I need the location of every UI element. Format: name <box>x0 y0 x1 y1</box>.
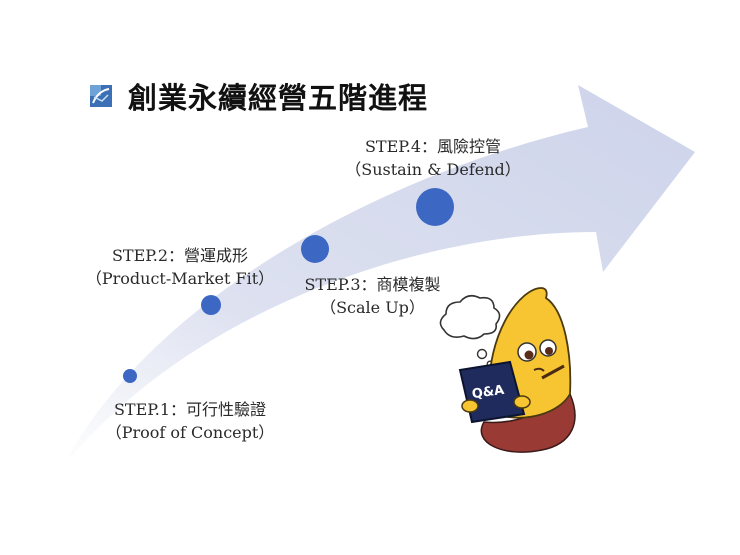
sweet-potato-mascot: Q&A <box>439 287 576 453</box>
step3-dot <box>301 235 329 263</box>
step-1-subtitle: （Proof of Concept） <box>105 423 275 442</box>
growth-arrow <box>62 85 695 468</box>
step-4-name: STEP.4：風險控管 <box>364 137 502 156</box>
step-1-label: STEP.1：可行性驗證 （Proof of Concept） <box>95 398 285 444</box>
slide-header: 創業永續經營五階進程 <box>90 76 428 116</box>
step-4-label: STEP.4：風險控管 （Sustain & Defend） <box>333 135 533 181</box>
step-3-label: STEP.3：商模複製 （Scale Up） <box>285 273 460 319</box>
slide-title: 創業永續經營五階進程 <box>128 81 429 115</box>
logo-icon <box>90 85 112 107</box>
qa-tablet-label: Q&A <box>471 383 505 402</box>
step-3-name: STEP.3：商模複製 <box>304 275 441 294</box>
step2-dot <box>201 295 221 315</box>
step-2-subtitle: （Product-Market Fit） <box>85 269 275 288</box>
thought-bubble-icon <box>439 294 501 368</box>
step-2-name: STEP.2：營運成形 <box>111 246 249 265</box>
step-1-name: STEP.1：可行性驗證 <box>113 400 267 419</box>
step-4-subtitle: （Sustain & Defend） <box>345 160 521 179</box>
step4-dot <box>416 188 454 226</box>
step-3-subtitle: （Scale Up） <box>320 298 425 317</box>
step1-dot <box>123 369 137 383</box>
step-2-label: STEP.2：營運成形 （Product-Market Fit） <box>70 244 290 290</box>
